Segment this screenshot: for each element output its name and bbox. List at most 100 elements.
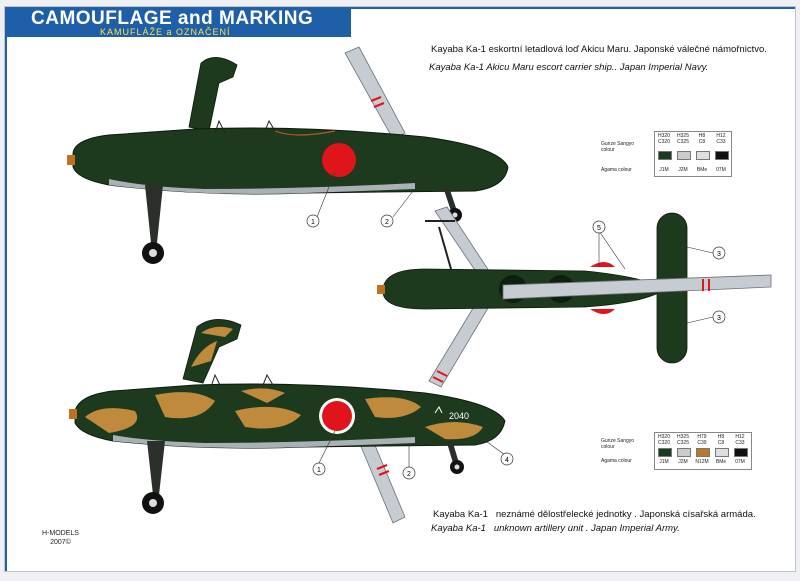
legend-code: H325 bbox=[677, 133, 689, 139]
tail-wheel-hub bbox=[452, 212, 458, 218]
legend-code: C8 bbox=[698, 139, 706, 145]
callout-3b: 3 bbox=[717, 315, 721, 322]
belly-panel bbox=[109, 179, 415, 194]
swatch-h8 bbox=[715, 448, 729, 457]
swatch-h320 bbox=[658, 448, 672, 457]
legend-agama: 07M bbox=[716, 167, 726, 173]
legend-gunze-label: Gunze Sangyo bbox=[601, 438, 635, 444]
callout-2: 2 bbox=[385, 219, 389, 226]
paint-legend-bottom: Gunze Sangyo colour Agama colour H320 C3… bbox=[601, 432, 761, 478]
camo-patch bbox=[191, 326, 233, 367]
swatch-h12 bbox=[734, 448, 748, 457]
legend-agama: J1M bbox=[659, 459, 669, 465]
hinomaru-marking bbox=[322, 401, 352, 431]
prop-hub bbox=[69, 409, 77, 419]
blade-stripe bbox=[432, 370, 448, 383]
camo-patch bbox=[85, 388, 483, 440]
callout-4: 4 bbox=[505, 457, 509, 464]
callout-5: 5 bbox=[597, 225, 601, 232]
army-profile bbox=[69, 319, 506, 524]
legend-code: C33 bbox=[735, 440, 745, 446]
belly-panel bbox=[113, 435, 415, 449]
legend-code: H12 bbox=[716, 133, 726, 139]
legend-agama-label: Agama colour bbox=[601, 458, 632, 464]
top-caption-cz: Kayaba Ka-1 eskortní letadlová loď Akicu… bbox=[431, 44, 767, 55]
legend-code: H12 bbox=[735, 434, 745, 440]
legend-code: C8 bbox=[717, 440, 725, 446]
bottom-caption-en-text: unknown artillery unit . Japan Imperial … bbox=[493, 523, 680, 534]
bottom-caption-cz-name: Kayaba Ka-1 bbox=[433, 509, 488, 520]
leader-1 bbox=[316, 171, 336, 218]
callout-circle bbox=[402, 466, 416, 480]
copyright-icon: © bbox=[65, 539, 71, 546]
paint-legend-top: Gunze Sangyo colour Agama colour H320 C3… bbox=[601, 131, 741, 177]
legend-agama: BMe bbox=[715, 459, 727, 465]
leader-5b bbox=[598, 230, 626, 270]
windscreen bbox=[214, 119, 276, 134]
legend-code: C325 bbox=[677, 139, 689, 145]
blade-stripe bbox=[370, 95, 385, 109]
legend-code: H79 bbox=[697, 434, 707, 440]
main-gear-strut bbox=[145, 185, 163, 243]
legend-agama: J2M bbox=[678, 459, 688, 465]
bottom-caption-cz-text: neznámé dělostřelecké jednotky . Japonsk… bbox=[495, 509, 756, 520]
main-wheel-hub bbox=[149, 249, 157, 257]
brand-year: 2007© bbox=[42, 538, 79, 547]
callout-circle bbox=[500, 452, 514, 466]
legend-gunze-label2: colour bbox=[601, 444, 615, 450]
frame-line-left bbox=[5, 37, 7, 571]
navy-profile bbox=[67, 46, 509, 264]
tail-wheel-hub bbox=[454, 464, 460, 470]
callouts: 1 2 5 3 3 1 2 4 2040 bbox=[306, 214, 726, 480]
brand-name: H-MODELS bbox=[42, 530, 79, 537]
callout-circle bbox=[312, 462, 326, 476]
callout-1b: 1 bbox=[317, 467, 321, 474]
legend-gunze-label: Gunze Sangyo bbox=[601, 141, 635, 147]
page-title: CAMOUFLAGE and MARKING bbox=[31, 8, 314, 29]
swatch-h325 bbox=[677, 448, 691, 457]
instruction-sheet: CAMOUFLAGE and MARKING KAMUFLÁŽE a OZNAČ… bbox=[4, 6, 796, 572]
leader-3b bbox=[686, 316, 714, 324]
gear-plan bbox=[425, 220, 455, 270]
swatch-h8 bbox=[696, 151, 710, 160]
windscreen bbox=[210, 373, 274, 388]
footer-brand: H-MODELS 2007© bbox=[42, 529, 79, 547]
legend-agama: J1M bbox=[659, 167, 669, 173]
swatch-h320 bbox=[658, 151, 672, 160]
hinomaru-marking bbox=[322, 143, 356, 177]
legend-code: H320 bbox=[658, 434, 670, 440]
plan-view bbox=[377, 206, 772, 388]
legend-agama-label: Agama colour bbox=[601, 167, 632, 173]
rotor-blade bbox=[344, 46, 406, 140]
bottom-caption-en-name: Kayaba Ka-1 bbox=[431, 523, 486, 534]
leader-4 bbox=[482, 438, 506, 456]
tail-gear-strut bbox=[443, 187, 457, 211]
bottom-caption-cz: Kayaba Ka-1 neznámé dělostřelecké jednot… bbox=[433, 509, 756, 520]
legend-code: C320 bbox=[658, 139, 670, 145]
title-banner: CAMOUFLAGE and MARKING KAMUFLÁŽE a OZNAČ… bbox=[5, 7, 351, 37]
bottom-caption-en: Kayaba Ka-1 unknown artillery unit . Jap… bbox=[431, 523, 680, 534]
top-caption-en: Kayaba Ka-1 Akicu Maru escort carrier sh… bbox=[429, 62, 709, 73]
prop-hub bbox=[67, 155, 75, 165]
page-subtitle: KAMUFLÁŽE a OZNAČENÍ bbox=[100, 27, 231, 37]
tail-gear-strut bbox=[447, 443, 459, 463]
legend-code: H8 bbox=[717, 434, 725, 440]
cockpit-rim bbox=[274, 130, 336, 136]
blade-stripe bbox=[702, 279, 710, 291]
legend-frame bbox=[654, 432, 752, 470]
callout-1: 1 bbox=[311, 219, 315, 226]
legend-agama: J2M bbox=[678, 167, 688, 173]
swatch-h325 bbox=[677, 151, 691, 160]
swatch-h12 bbox=[715, 151, 729, 160]
legend-agama: 07M bbox=[735, 459, 745, 465]
leader-2 bbox=[392, 190, 414, 218]
blade-stripe bbox=[376, 463, 390, 477]
year-text: 2007 bbox=[50, 539, 66, 546]
leader-1 bbox=[318, 430, 336, 464]
frame-line-top bbox=[350, 7, 795, 9]
tail-number-mark bbox=[434, 406, 443, 414]
legend-code: C325 bbox=[677, 440, 689, 446]
callout-3: 3 bbox=[717, 251, 721, 258]
legend-gunze-label2: colour bbox=[601, 147, 615, 153]
callout-2b: 2 bbox=[407, 471, 411, 478]
